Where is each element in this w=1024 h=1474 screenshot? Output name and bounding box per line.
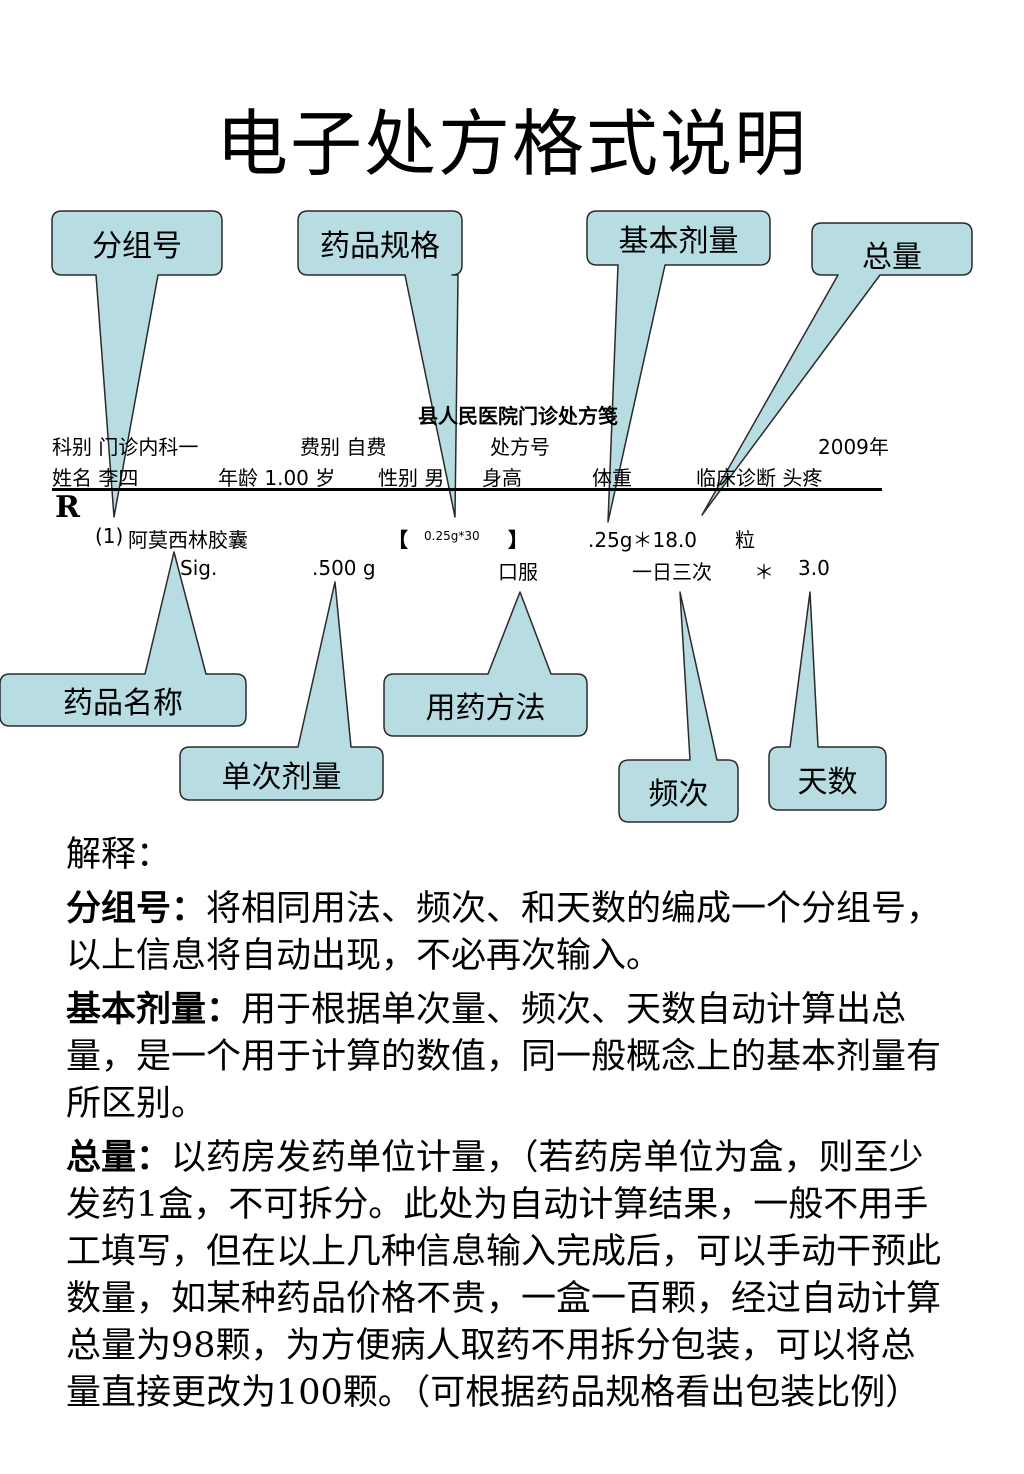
- explanation-term: 分组号：: [66, 888, 207, 929]
- prescription-weight: 体重: [592, 466, 632, 490]
- drug-group-number: (1): [95, 524, 124, 548]
- explanation-text: 用于根据单次量、频次、天数自动计算出总量，是一个用于计算的数值，同一般概念上的基…: [66, 990, 942, 1124]
- callout-drug-spec: 药品规格: [320, 229, 440, 264]
- prescription-fee: 费别 自费: [300, 435, 387, 459]
- drug-single-dose: .500 g: [312, 556, 376, 580]
- drug-spec-open-bracket: 【: [388, 528, 408, 552]
- drug-spec: 0.25g*30: [424, 529, 480, 543]
- explanation-heading: 解释：: [66, 835, 172, 875]
- explanation-section: 解释： 分组号：将相同用法、频次、和天数的编成一个分组号，以上信息将自动出现，不…: [66, 832, 946, 1423]
- callout-drug-name-shape: [0, 551, 247, 727]
- callout-base-dose-shape: [586, 210, 771, 523]
- prescription-height: 身高: [482, 466, 522, 490]
- callout-drug-name: 药品名称: [63, 686, 183, 721]
- callout-total-qty: 总量: [862, 240, 922, 275]
- drug-spec-close-bracket: 】: [508, 528, 528, 552]
- prescription-divider: [52, 488, 882, 491]
- prescription-sex: 性别 男: [378, 466, 445, 490]
- callout-usage-shape: [383, 591, 588, 737]
- drug-frequency: 一日三次: [632, 560, 712, 584]
- explanation-text: 将相同用法、频次、和天数的编成一个分组号，以上信息将自动出现，不必再次输入。: [66, 889, 942, 976]
- drug-sig: Sig.: [180, 556, 218, 580]
- prescription-r-symbol: R: [55, 490, 80, 525]
- callout-days: 天数: [797, 764, 858, 800]
- callout-total-qty-shape: [701, 222, 973, 516]
- callout-frequency-shape: [618, 591, 739, 823]
- callout-single-dose-shape: [179, 581, 384, 801]
- drug-base-dose: .25g＊18.0: [588, 528, 698, 552]
- drug-times-symbol: ＊: [754, 560, 774, 584]
- callout-days-shape: [768, 591, 887, 811]
- callout-single-dose: 单次剂量: [221, 759, 342, 795]
- callout-usage: 用药方法: [425, 691, 546, 726]
- prescription-dept: 科别 门诊内科一: [52, 435, 199, 459]
- callout-base-dose: 基本剂量: [618, 224, 739, 259]
- drug-route: 口服: [498, 560, 538, 584]
- explanation-item-base-dose: 基本剂量：用于根据单次量、频次、天数自动计算出总量，是一个用于计算的数值，同一般…: [66, 986, 946, 1128]
- drug-unit: 粒: [735, 528, 755, 552]
- prescription-age: 年龄 1.00 岁: [218, 466, 336, 490]
- explanation-term: 基本剂量：: [66, 989, 242, 1030]
- callout-drug-spec-shape: [297, 210, 463, 518]
- page-title: 电子处方格式说明: [215, 102, 808, 186]
- prescription-year: 2009年: [818, 435, 889, 459]
- prescription-hospital-title: 县人民医院门诊处方笺: [418, 404, 618, 428]
- drug-days: 3.0: [798, 556, 830, 580]
- prescription-diagnosis: 临床诊断 头疼: [696, 466, 823, 490]
- callout-frequency: 频次: [648, 777, 709, 812]
- explanation-item-group-no: 分组号：将相同用法、频次、和天数的编成一个分组号，以上信息将自动出现，不必再次输…: [66, 885, 946, 980]
- explanation-item-total-qty: 总量：以药房发药单位计量，（若药房单位为盒，则至少发药1盒，不可拆分。此处为自动…: [66, 1134, 946, 1417]
- prescription-name: 姓名 李四: [52, 466, 139, 490]
- callout-group-no-shape: [51, 210, 223, 518]
- explanation-text: 以药房发药单位计量，（若药房单位为盒，则至少发药1盒，不可拆分。此处为自动计算结…: [66, 1138, 942, 1413]
- explanation-term: 总量：: [66, 1137, 172, 1178]
- callout-group-no: 分组号: [92, 229, 182, 264]
- drug-name: 阿莫西林胶囊: [128, 528, 248, 552]
- prescription-rx-no: 处方号: [490, 435, 550, 459]
